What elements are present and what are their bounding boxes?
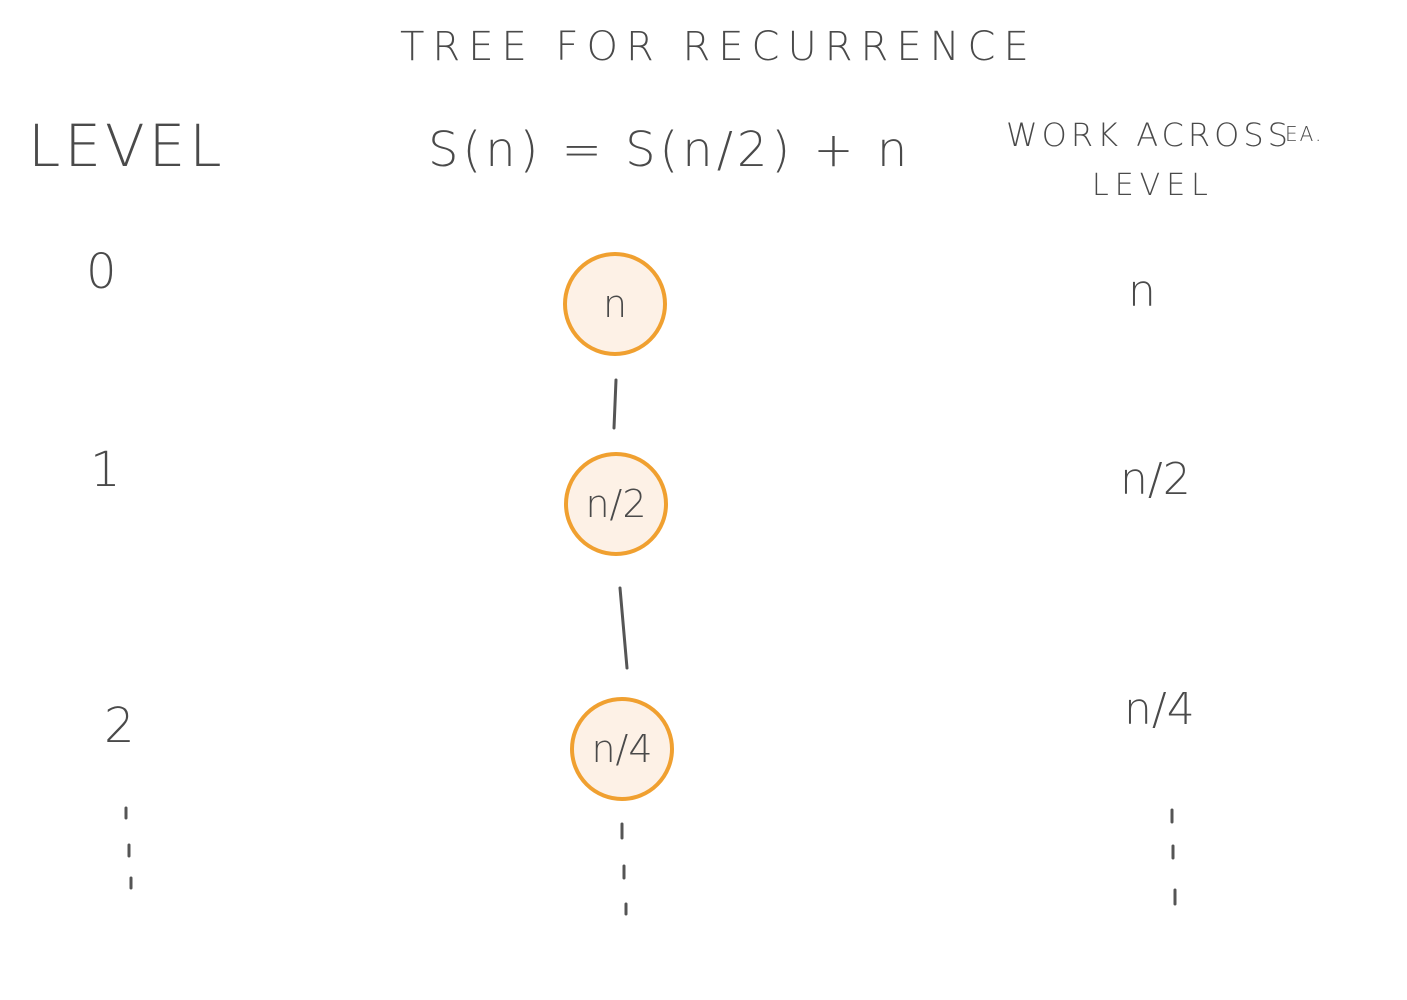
work-column-header-line1: Work Across (1006, 116, 1292, 154)
tree-edge-1-2 (618, 586, 629, 670)
diagram-title: Tree For Recurrence (400, 24, 1037, 70)
work-column-header-line2: Level (1092, 168, 1214, 203)
tree-node-label: n/2 (585, 482, 647, 526)
tree-node-label: n/4 (591, 727, 653, 771)
level-number-2: 2 (104, 698, 135, 754)
work-value-level-2: n/4 (1124, 684, 1195, 735)
work-ellipsis (1170, 808, 1177, 906)
work-value-level-1: n/2 (1120, 454, 1191, 505)
tree-node-level-2: n/4 (570, 697, 674, 801)
work-value-level-0: n (1128, 266, 1156, 317)
tree-node-label: n (602, 282, 628, 326)
work-column-header-ea: Ea. (1285, 122, 1324, 146)
level-column-header: Level (28, 112, 226, 180)
level-number-0: 0 (86, 244, 117, 300)
tree-node-level-0: n (563, 252, 667, 356)
tree-node-level-1: n/2 (564, 452, 668, 556)
level-ellipsis (124, 806, 133, 890)
level-number-1: 1 (90, 442, 121, 498)
tree-edge-0-1 (612, 378, 618, 430)
tree-ellipsis (620, 822, 628, 916)
recurrence-equation: S(n) = S(n/2) + n (428, 122, 912, 178)
